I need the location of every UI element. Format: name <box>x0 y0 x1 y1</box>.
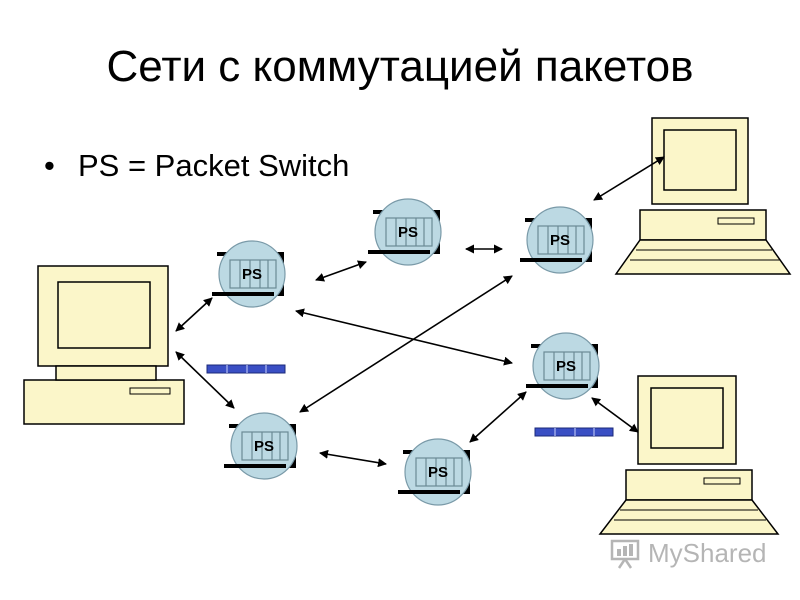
packet-switch-6: PS <box>396 437 473 507</box>
connection-arrows <box>175 156 665 468</box>
ps-label: PS <box>550 232 570 249</box>
watermark-text: MyShared <box>648 537 767 568</box>
presentation-icon <box>610 539 640 569</box>
computer-top-right <box>614 117 792 275</box>
computer-bottom-right <box>598 375 780 535</box>
link-ps1-ps5 <box>295 308 513 366</box>
bullet-dot: • <box>44 148 55 183</box>
ps-label: PS <box>242 266 262 283</box>
packet-switch-1: PS <box>210 239 287 309</box>
link-ps3-computer <box>593 156 665 201</box>
link-ps5-computer <box>591 397 639 433</box>
packet-switch-4: PS <box>222 411 299 481</box>
packet-left <box>206 364 286 374</box>
link-left-ps1 <box>175 297 213 332</box>
ps-label: PS <box>428 464 448 481</box>
link-ps6-ps5 <box>469 391 527 443</box>
watermark: MyShared <box>608 535 767 571</box>
bullet-text: PS = Packet Switch <box>78 148 350 183</box>
computer-left <box>23 265 185 425</box>
packet-switch-5: PS <box>524 331 601 401</box>
link-ps1-ps2 <box>315 260 367 282</box>
link-ps4-ps3 <box>299 275 513 413</box>
slide-title: Сети с коммутацией пакетов <box>106 42 694 91</box>
packet-right <box>534 427 614 437</box>
packet-switch-2: PS <box>366 197 443 267</box>
packet-switch-3: PS <box>518 205 595 275</box>
ps-label: PS <box>556 358 576 375</box>
ps-label: PS <box>398 224 418 241</box>
link-left-ps4 <box>175 351 235 409</box>
ps-label: PS <box>254 438 274 455</box>
bullet-item: • PS = Packet Switch <box>44 148 349 184</box>
link-ps4-ps6 <box>319 449 387 468</box>
